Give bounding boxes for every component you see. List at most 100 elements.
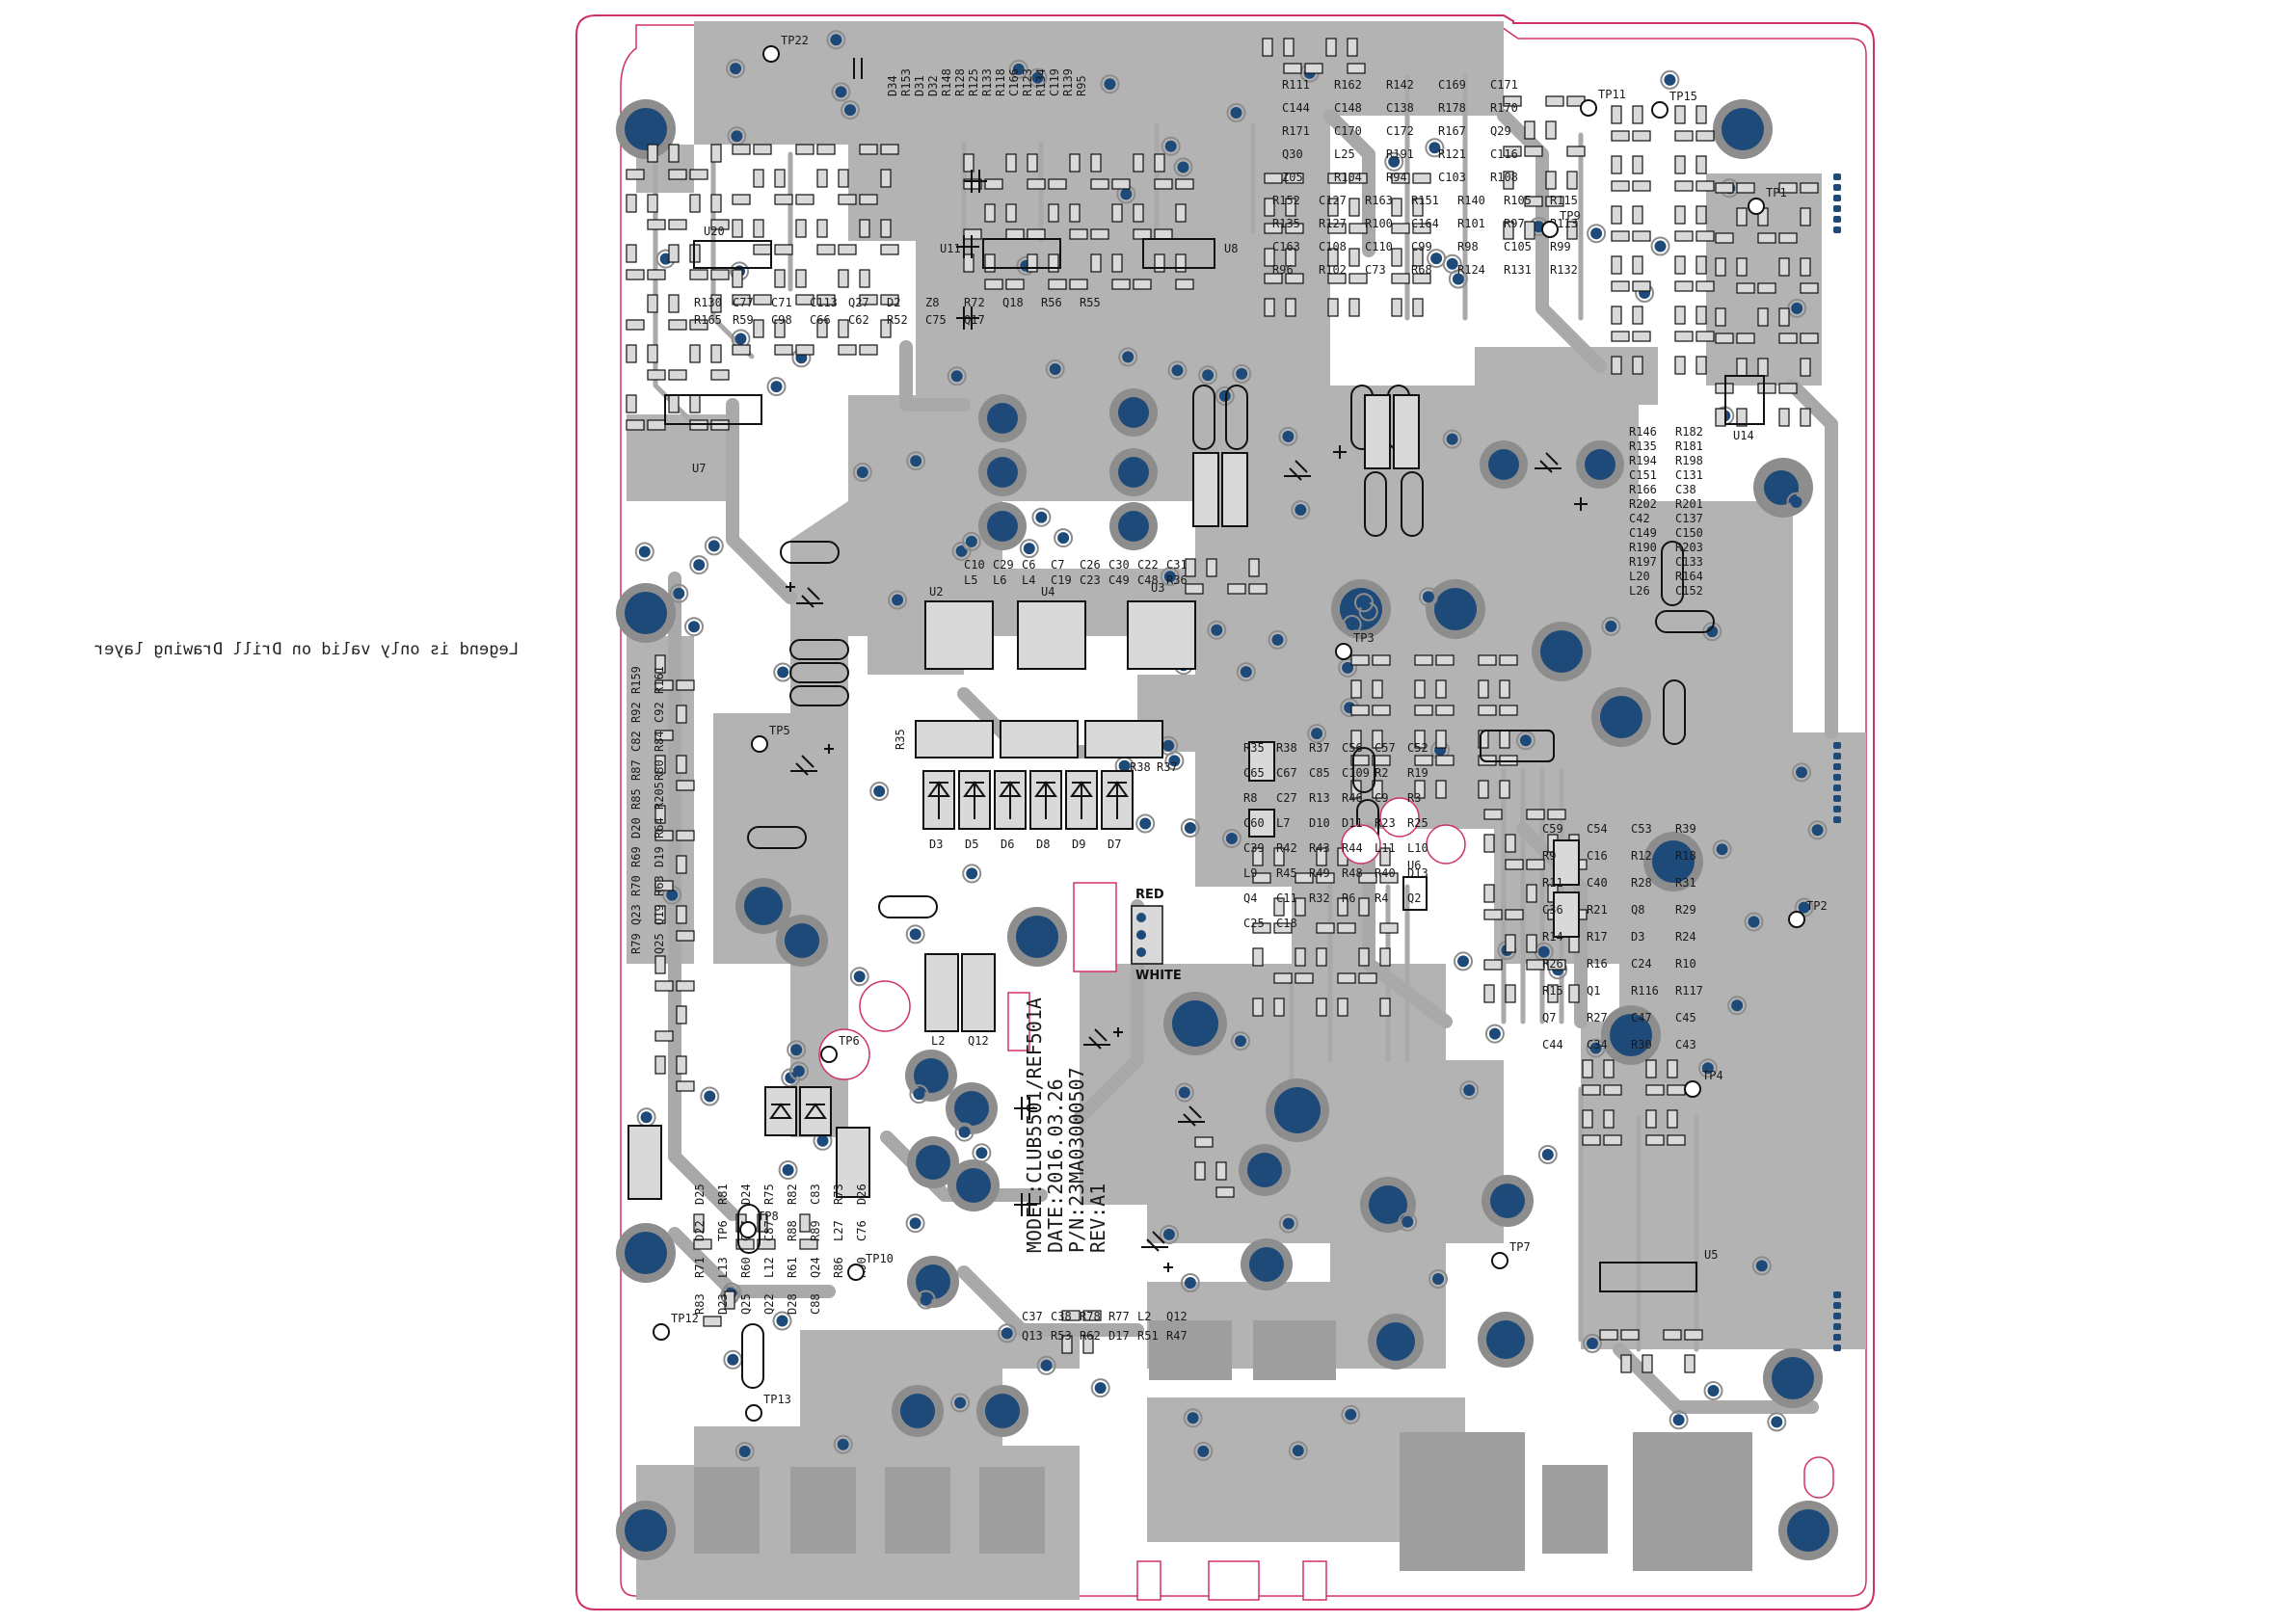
ref-label: R98 bbox=[1457, 240, 1479, 253]
ref-label: C39 bbox=[1243, 841, 1265, 855]
ic-u3-label: U3 bbox=[1151, 581, 1164, 595]
ref-label: R69 bbox=[629, 846, 643, 867]
ic-u6-label: U6 bbox=[1407, 859, 1421, 872]
ref-label: R15 bbox=[1542, 984, 1563, 998]
ref-label: Q4 bbox=[1243, 891, 1257, 905]
ref-label: Q12 bbox=[1166, 1310, 1188, 1323]
diode-label: D6 bbox=[1001, 838, 1014, 851]
ref-label: C29 bbox=[993, 558, 1014, 572]
ref-label: R92 bbox=[629, 702, 643, 723]
resistor-row: R35 R38 R37 bbox=[894, 720, 1178, 774]
ref-label: C10 bbox=[964, 558, 985, 572]
ref-label: R202 bbox=[1629, 497, 1657, 511]
ref-label: R170 bbox=[1490, 101, 1518, 115]
ref-label: L5 bbox=[964, 573, 977, 587]
ref-label: R89 bbox=[809, 1220, 822, 1241]
ic-u3: U3 bbox=[1127, 581, 1196, 670]
ref-label: C83 bbox=[809, 1184, 822, 1205]
ref-label: L11 bbox=[1375, 841, 1396, 855]
ref-label: C171 bbox=[1490, 78, 1518, 92]
ref-label: C71 bbox=[771, 296, 792, 309]
r77-label: Q12 bbox=[968, 1034, 989, 1048]
ref-label: C18 bbox=[1276, 917, 1297, 930]
ref-label: D32 bbox=[926, 75, 940, 96]
ref-label: R23 bbox=[1375, 816, 1396, 830]
connector-red-label: RED bbox=[1135, 888, 1164, 902]
ref-label: C152 bbox=[1675, 584, 1703, 598]
ref-label: C66 bbox=[810, 313, 831, 327]
ref-label: R6 bbox=[1342, 891, 1355, 905]
ref-label: R62 bbox=[1080, 1329, 1101, 1343]
ref-label: C172 bbox=[1386, 124, 1414, 138]
chokes bbox=[627, 394, 1580, 1200]
ref-label: C6 bbox=[1022, 558, 1035, 572]
ref-label: R191 bbox=[1386, 147, 1414, 161]
ref-label: Q8 bbox=[1631, 903, 1644, 917]
test-point-label: TP13 bbox=[763, 1393, 791, 1406]
ref-label: C164 bbox=[1411, 217, 1439, 230]
ref-label: R115 bbox=[1550, 194, 1578, 207]
ref-label: R132 bbox=[1550, 263, 1578, 277]
ref-label: R101 bbox=[1457, 217, 1485, 230]
ref-label: D3 bbox=[1631, 930, 1644, 944]
ic-u6: U6 bbox=[1402, 859, 1428, 911]
ref-label: C59 bbox=[1542, 822, 1563, 836]
ref-label: R49 bbox=[1309, 866, 1330, 880]
ref-label: R194 bbox=[1629, 454, 1657, 467]
ref-label: C127 bbox=[1319, 194, 1347, 207]
ref-label: R151 bbox=[1411, 194, 1439, 207]
ref-label: Q7 bbox=[1542, 1011, 1556, 1024]
ref-label: C38 bbox=[1051, 1310, 1072, 1323]
ref-label: Q19 bbox=[653, 904, 666, 925]
ref-label: R116 bbox=[1631, 984, 1659, 998]
ic-u2-label: U2 bbox=[929, 585, 943, 599]
ref-label: C38 bbox=[1675, 483, 1696, 496]
ref-label: R47 bbox=[1166, 1329, 1188, 1343]
ic-u5: U5 bbox=[1599, 1248, 1718, 1292]
ref-label: R125 bbox=[967, 68, 980, 96]
ref-label: R105 bbox=[1504, 194, 1532, 207]
ref-label: R205 bbox=[653, 782, 666, 810]
test-point-label: TP1 bbox=[1766, 186, 1787, 200]
ref-label: R36 bbox=[1166, 573, 1188, 587]
ref-label: R190 bbox=[1629, 541, 1657, 554]
ref-label: R165 bbox=[694, 313, 722, 327]
ref-label: C76 bbox=[855, 1220, 868, 1241]
r8-label: R37 bbox=[1157, 760, 1178, 774]
ref-label: D34 bbox=[886, 75, 899, 96]
test-point-label: TP3 bbox=[1353, 631, 1375, 645]
ref-label: R16 bbox=[1587, 957, 1608, 971]
ref-label: Q25 bbox=[739, 1293, 753, 1315]
ref-label: R28 bbox=[1631, 876, 1652, 890]
diode-label: D8 bbox=[1036, 838, 1050, 851]
test-point-label: TP2 bbox=[1806, 899, 1828, 913]
ref-label: L13 bbox=[716, 1257, 730, 1278]
ref-label: R21 bbox=[1587, 903, 1608, 917]
ref-label: C23 bbox=[1080, 573, 1101, 587]
ref-label: C45 bbox=[1675, 1011, 1696, 1024]
ref-label: D13 bbox=[1407, 866, 1428, 880]
board-pn-text: P/N:23MA03000507 bbox=[1065, 1067, 1088, 1253]
ref-label: C108 bbox=[1319, 240, 1347, 253]
bottom-cutouts bbox=[1136, 1456, 1834, 1601]
ref-label: R100 bbox=[1365, 217, 1393, 230]
ref-label: R24 bbox=[1675, 930, 1696, 944]
ref-label: Q24 bbox=[809, 1257, 822, 1278]
diode-label: D5 bbox=[965, 838, 978, 851]
ref-label: D22 bbox=[693, 1220, 707, 1241]
ref-label: C42 bbox=[1629, 512, 1650, 525]
ref-label: R59 bbox=[733, 313, 754, 327]
electrolytic-caps bbox=[737, 385, 1715, 1389]
power-resistors: L2 Q12 bbox=[924, 953, 996, 1048]
ref-label: R75 bbox=[762, 1184, 776, 1205]
ref-label: C163 bbox=[1272, 240, 1300, 253]
ref-label: R45 bbox=[1276, 866, 1297, 880]
ic-u7-label: U7 bbox=[692, 462, 706, 475]
test-point-label: TP4 bbox=[1702, 1069, 1723, 1082]
ref-label: R2 bbox=[1375, 766, 1388, 780]
ref-label: R146 bbox=[1629, 425, 1657, 439]
ic-u4: U4 bbox=[1017, 585, 1086, 670]
test-point-label: TP10 bbox=[866, 1252, 894, 1265]
